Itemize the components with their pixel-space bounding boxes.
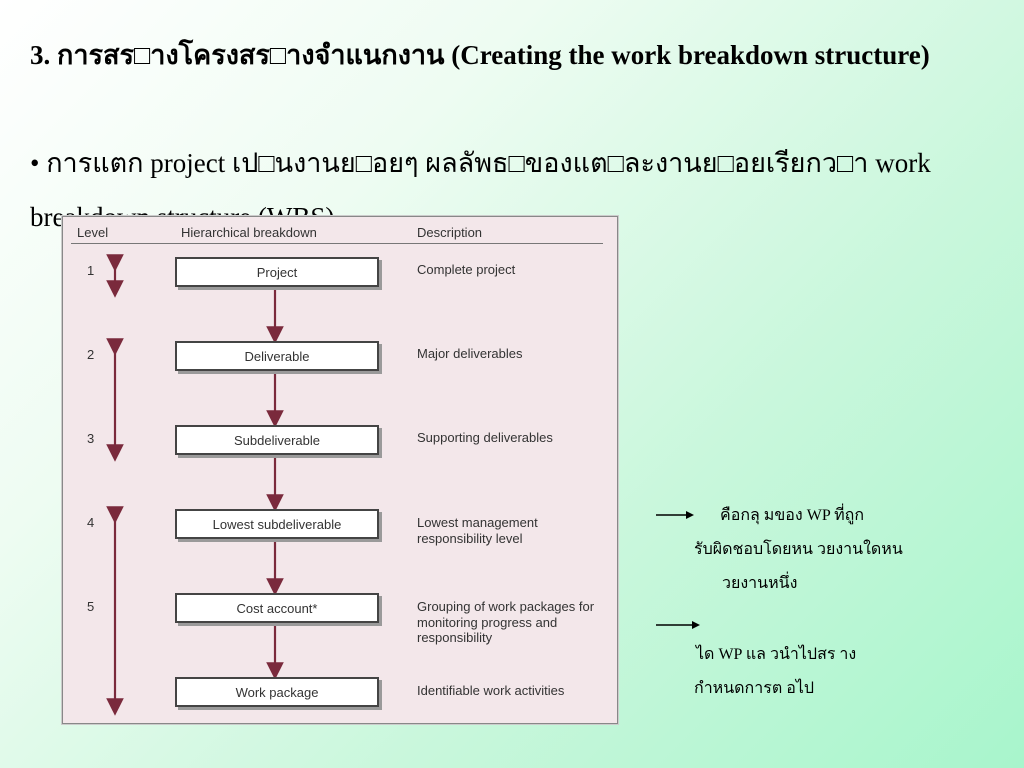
level-1-label: 1	[87, 263, 95, 278]
desc-lowest-subdeliverable: Lowest management responsibility level	[417, 515, 538, 546]
desc-deliverable: Major deliverables	[417, 346, 523, 361]
note-1-arrow-icon	[656, 511, 694, 519]
note-1-line-2: รับผิดชอบโดยหน วยงานใดหน	[694, 541, 903, 558]
note-2-line-1: ได WP แล วนำไปสร าง	[696, 646, 857, 663]
box-deliverable: Deliverable	[175, 341, 379, 371]
level-2-label: 2	[87, 347, 95, 362]
level-5-label: 5	[87, 599, 95, 614]
level-3-label: 3	[87, 431, 95, 446]
note-2-line-2: กำหนดการต อไป	[694, 680, 815, 697]
box-project: Project	[175, 257, 379, 287]
desc-cost-account: Grouping of work packages for monitoring…	[417, 599, 595, 645]
wbs-diagram: Level Hierarchical breakdown Description…	[62, 216, 618, 724]
box-work-package: Work package	[175, 677, 379, 707]
header-breakdown: Hierarchical breakdown	[181, 225, 317, 240]
box-lowest-subdeliverable: Lowest subdeliverable	[175, 509, 379, 539]
header-divider	[71, 243, 603, 244]
note-2-arrow-icon	[656, 621, 700, 629]
note-1-line-1: คือกลุ มของ WP ที่ถูก	[720, 507, 865, 524]
connector-arrows	[106, 254, 284, 716]
desc-subdeliverable: Supporting deliverables	[417, 430, 553, 445]
header-description: Description	[417, 225, 483, 240]
desc-project: Complete project	[417, 262, 516, 277]
note-1-line-3: วยงานหนึ่ง	[722, 575, 798, 592]
header-level: Level	[77, 225, 109, 240]
slide-title: 3. การสร□างโครงสร□างจำแนกงาน (Creating t…	[30, 40, 930, 70]
box-subdeliverable: Subdeliverable	[175, 425, 379, 455]
level-4-label: 4	[87, 515, 95, 530]
desc-work-package: Identifiable work activities	[417, 683, 565, 698]
box-cost-account: Cost account*	[175, 593, 379, 623]
